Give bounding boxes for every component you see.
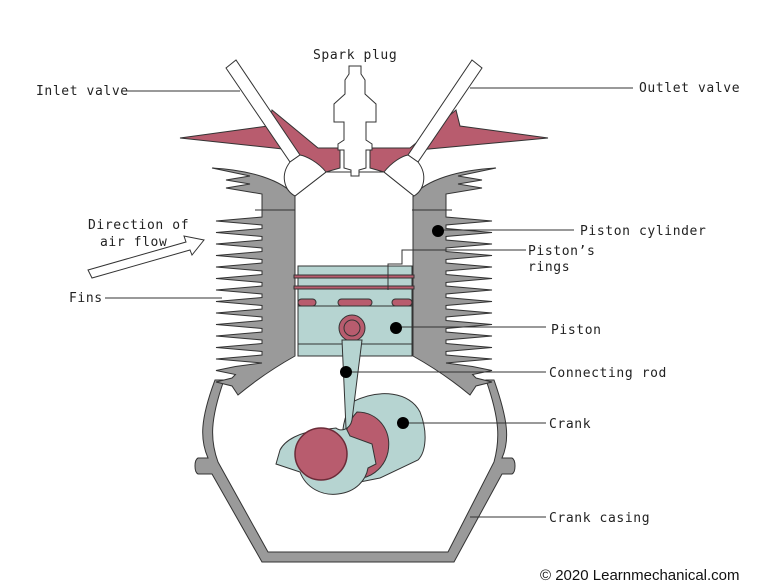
label-piston: Piston — [551, 323, 602, 338]
spark-plug — [333, 65, 377, 177]
right-cylinder-wall — [412, 167, 497, 396]
label-direction-line2: air flow — [100, 235, 167, 250]
crank-marker — [397, 417, 409, 429]
label-piston-rings-line2: rings — [528, 260, 570, 275]
air-flow-arrow — [87, 235, 205, 279]
label-direction-line1: Direction of — [88, 218, 189, 233]
piston-marker — [390, 322, 402, 334]
crank-casing — [194, 379, 516, 563]
label-outlet-valve: Outlet valve — [639, 81, 740, 96]
copyright: © 2020 Learnmechanical.com — [540, 567, 740, 584]
label-fins: Fins — [69, 291, 103, 306]
leader-lines — [105, 87, 633, 518]
left-cylinder-wall — [211, 167, 296, 396]
label-piston-rings-line1: Piston’s — [528, 244, 595, 259]
crank-pin — [294, 427, 348, 481]
label-crank: Crank — [549, 417, 591, 432]
label-piston-cylinder: Piston cylinder — [580, 224, 706, 239]
inlet-valve — [225, 59, 327, 197]
gudgeon-pin-inner — [343, 319, 361, 337]
outlet-valve — [383, 59, 483, 197]
label-spark-plug: Spark plug — [313, 48, 397, 63]
label-crank-casing: Crank casing — [549, 511, 650, 526]
label-connecting-rod: Connecting rod — [549, 366, 667, 381]
connecting-rod-marker — [340, 366, 352, 378]
piston-cylinder-marker — [432, 225, 444, 237]
label-inlet-valve: Inlet valve — [36, 84, 129, 99]
piston-rings — [293, 274, 415, 307]
